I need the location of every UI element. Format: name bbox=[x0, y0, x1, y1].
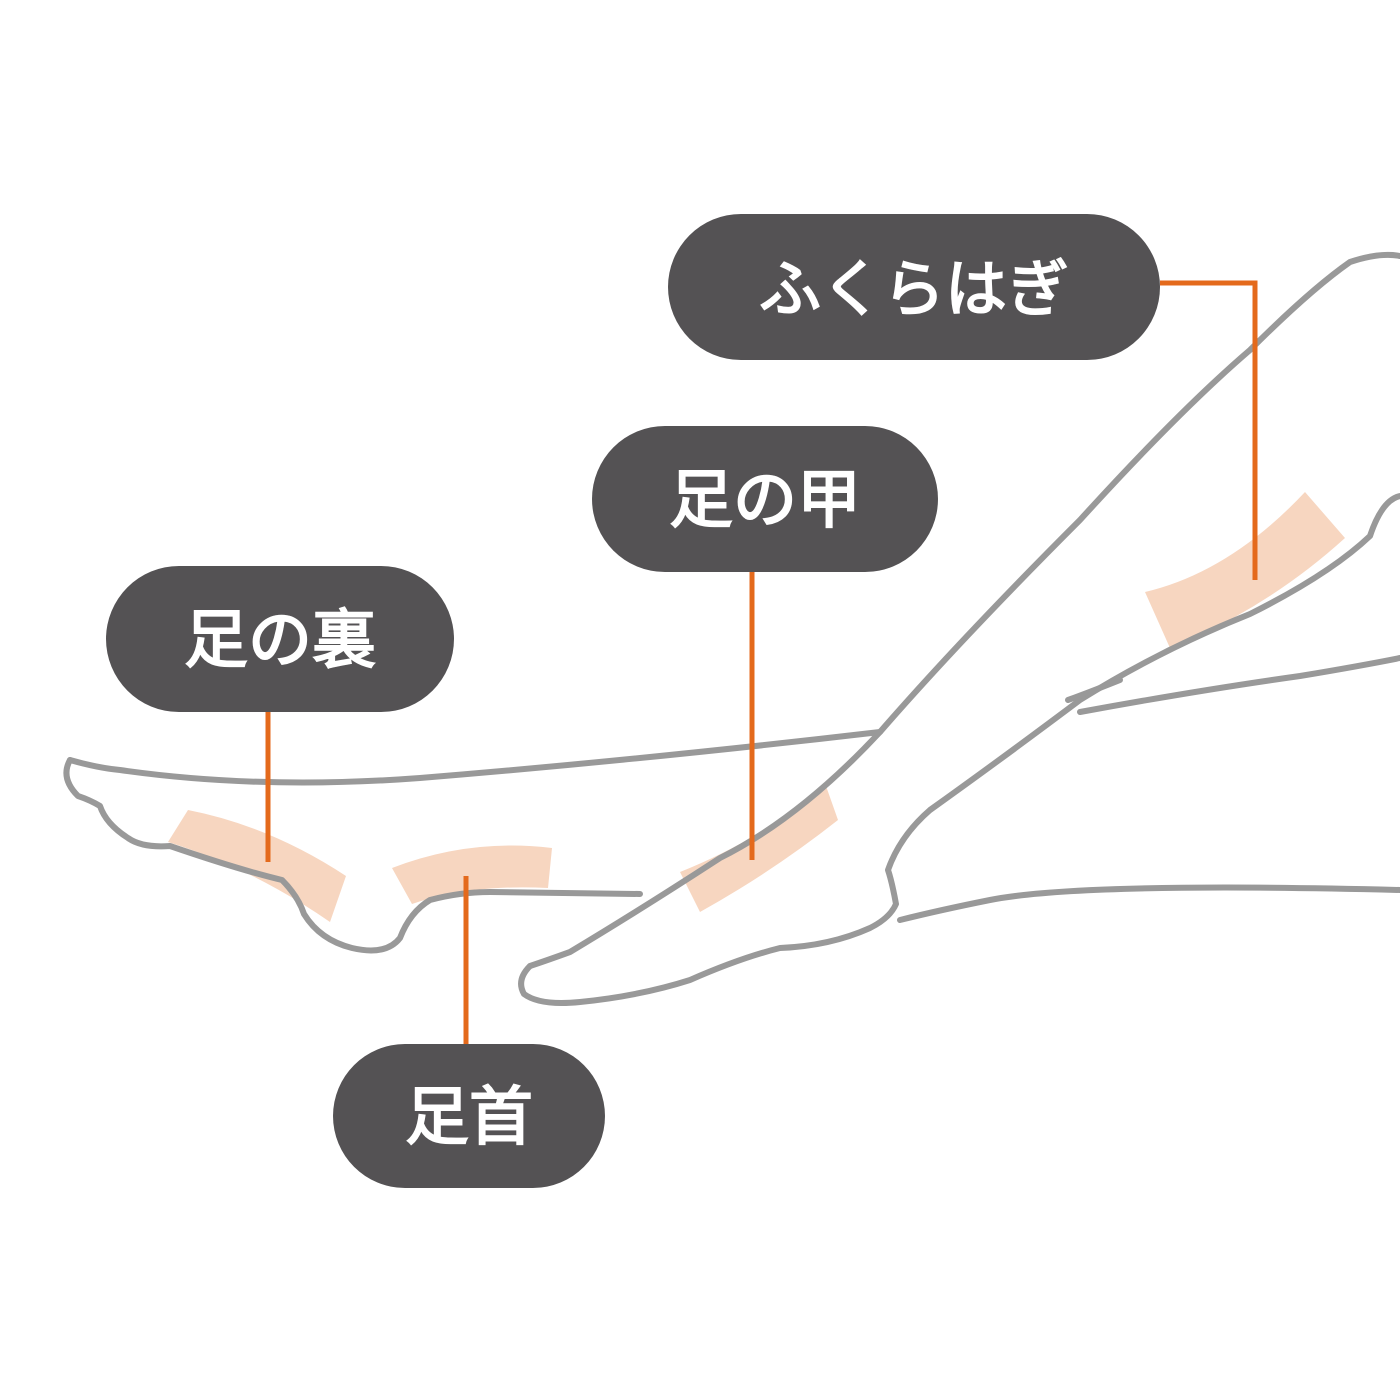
ankle-label-text: 足首 bbox=[405, 1081, 533, 1155]
sole-label-text: 足の裏 bbox=[184, 604, 376, 678]
instep-tape-patch bbox=[680, 786, 838, 912]
near-leg-shin-line bbox=[527, 251, 1400, 969]
instep-label-pill bbox=[592, 426, 938, 572]
knee-detail-line bbox=[1065, 677, 1123, 703]
leg-outlines bbox=[63, 251, 1400, 1006]
far-leg-top-line bbox=[67, 729, 883, 786]
far-leg-back-line bbox=[897, 884, 1400, 923]
sole-tape-patch bbox=[168, 810, 346, 922]
near-thigh-line bbox=[1077, 655, 1400, 715]
label-sole: 足の裏 bbox=[106, 566, 454, 712]
label-instep: 足の甲 bbox=[592, 426, 938, 572]
label-calf: ふくらはぎ bbox=[668, 214, 1160, 360]
calf-tape-patch bbox=[1145, 492, 1345, 648]
label-ankle: 足首 bbox=[333, 1044, 605, 1188]
sole-label-pill bbox=[106, 566, 454, 712]
ankle-label-pill bbox=[333, 1044, 605, 1188]
calf-label-pill bbox=[668, 214, 1160, 360]
near-foot-outline bbox=[518, 493, 1400, 1006]
tape-patches bbox=[168, 492, 1345, 922]
calf-label-text: ふくらはぎ bbox=[759, 253, 1069, 326]
leader-lines bbox=[265, 280, 1258, 1046]
far-foot-outline bbox=[63, 757, 643, 954]
ankle-tape-patch bbox=[392, 845, 552, 904]
instep-label-text: 足の甲 bbox=[669, 464, 861, 538]
calf-leader-line bbox=[1160, 280, 1258, 580]
